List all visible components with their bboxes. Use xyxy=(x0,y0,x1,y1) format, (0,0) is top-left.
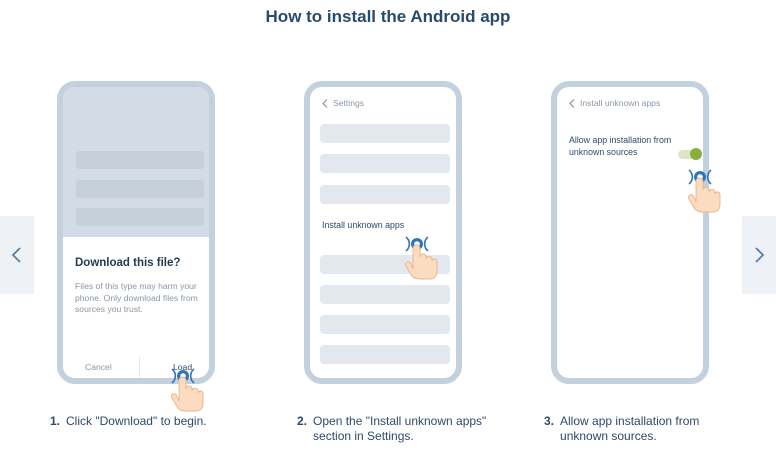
button-divider xyxy=(139,357,140,377)
load-button[interactable]: Load xyxy=(173,362,193,372)
settings-item-install-unknown-apps[interactable]: Install unknown apps xyxy=(322,220,405,230)
tap-hand-icon xyxy=(403,229,439,281)
unknown-apps-header[interactable]: Install unknown apps xyxy=(569,98,660,108)
placeholder-bar xyxy=(76,180,204,198)
chevron-left-icon xyxy=(11,247,21,263)
dialog-title: Download this file? xyxy=(75,257,181,269)
unknown-apps-header-label: Install unknown apps xyxy=(580,98,661,108)
step-caption: 2. Open the "Install unknown apps" secti… xyxy=(297,414,487,444)
settings-item-placeholder xyxy=(320,154,450,173)
phone-mockup-download: Download this file? Files of this type m… xyxy=(57,81,215,384)
phone-mockup-unknown-sources: Install unknown apps Allow app installat… xyxy=(551,81,709,384)
phone-mockup-settings: Settings Install unknown apps xyxy=(304,81,462,384)
back-chevron-icon xyxy=(569,98,575,108)
next-slide-button[interactable] xyxy=(742,216,776,294)
background-screen xyxy=(63,87,209,237)
step-text: Open the "Install unknown apps" section … xyxy=(313,414,487,443)
allow-unknown-sources-toggle[interactable] xyxy=(678,148,702,160)
step-number: 3. xyxy=(544,414,555,428)
page-title: How to install the Android app xyxy=(265,7,511,26)
settings-item-placeholder xyxy=(320,124,450,143)
step-caption: 3. Allow app installation from unknown s… xyxy=(544,414,734,444)
settings-item-placeholder xyxy=(320,315,450,334)
cancel-button[interactable]: Cancel xyxy=(85,362,112,372)
step-number: 2. xyxy=(297,414,308,428)
prev-slide-button[interactable] xyxy=(0,216,34,294)
tap-hand-icon xyxy=(169,361,205,413)
placeholder-bar xyxy=(76,151,204,169)
settings-header[interactable]: Settings xyxy=(322,98,364,108)
allow-unknown-sources-label: Allow app installation from unknown sour… xyxy=(569,135,672,157)
step-number: 1. xyxy=(50,414,61,428)
toggle-knob xyxy=(690,148,702,160)
settings-header-label: Settings xyxy=(333,98,365,108)
settings-item-placeholder xyxy=(320,185,450,204)
settings-item-placeholder xyxy=(320,345,450,364)
step-text: Click "Download" to begin. xyxy=(66,414,207,428)
download-dialog: Download this file? Files of this type m… xyxy=(63,237,209,378)
chevron-right-icon xyxy=(755,247,765,263)
step-text: Allow app installation from unknown sour… xyxy=(560,414,700,443)
back-chevron-icon xyxy=(322,98,328,108)
step-caption: 1. Click "Download" to begin. xyxy=(50,414,207,429)
settings-item-placeholder xyxy=(320,285,450,304)
tap-hand-icon xyxy=(686,162,722,214)
dialog-message: Files of this type may harm your phone. … xyxy=(75,281,198,314)
placeholder-bar xyxy=(76,208,204,226)
